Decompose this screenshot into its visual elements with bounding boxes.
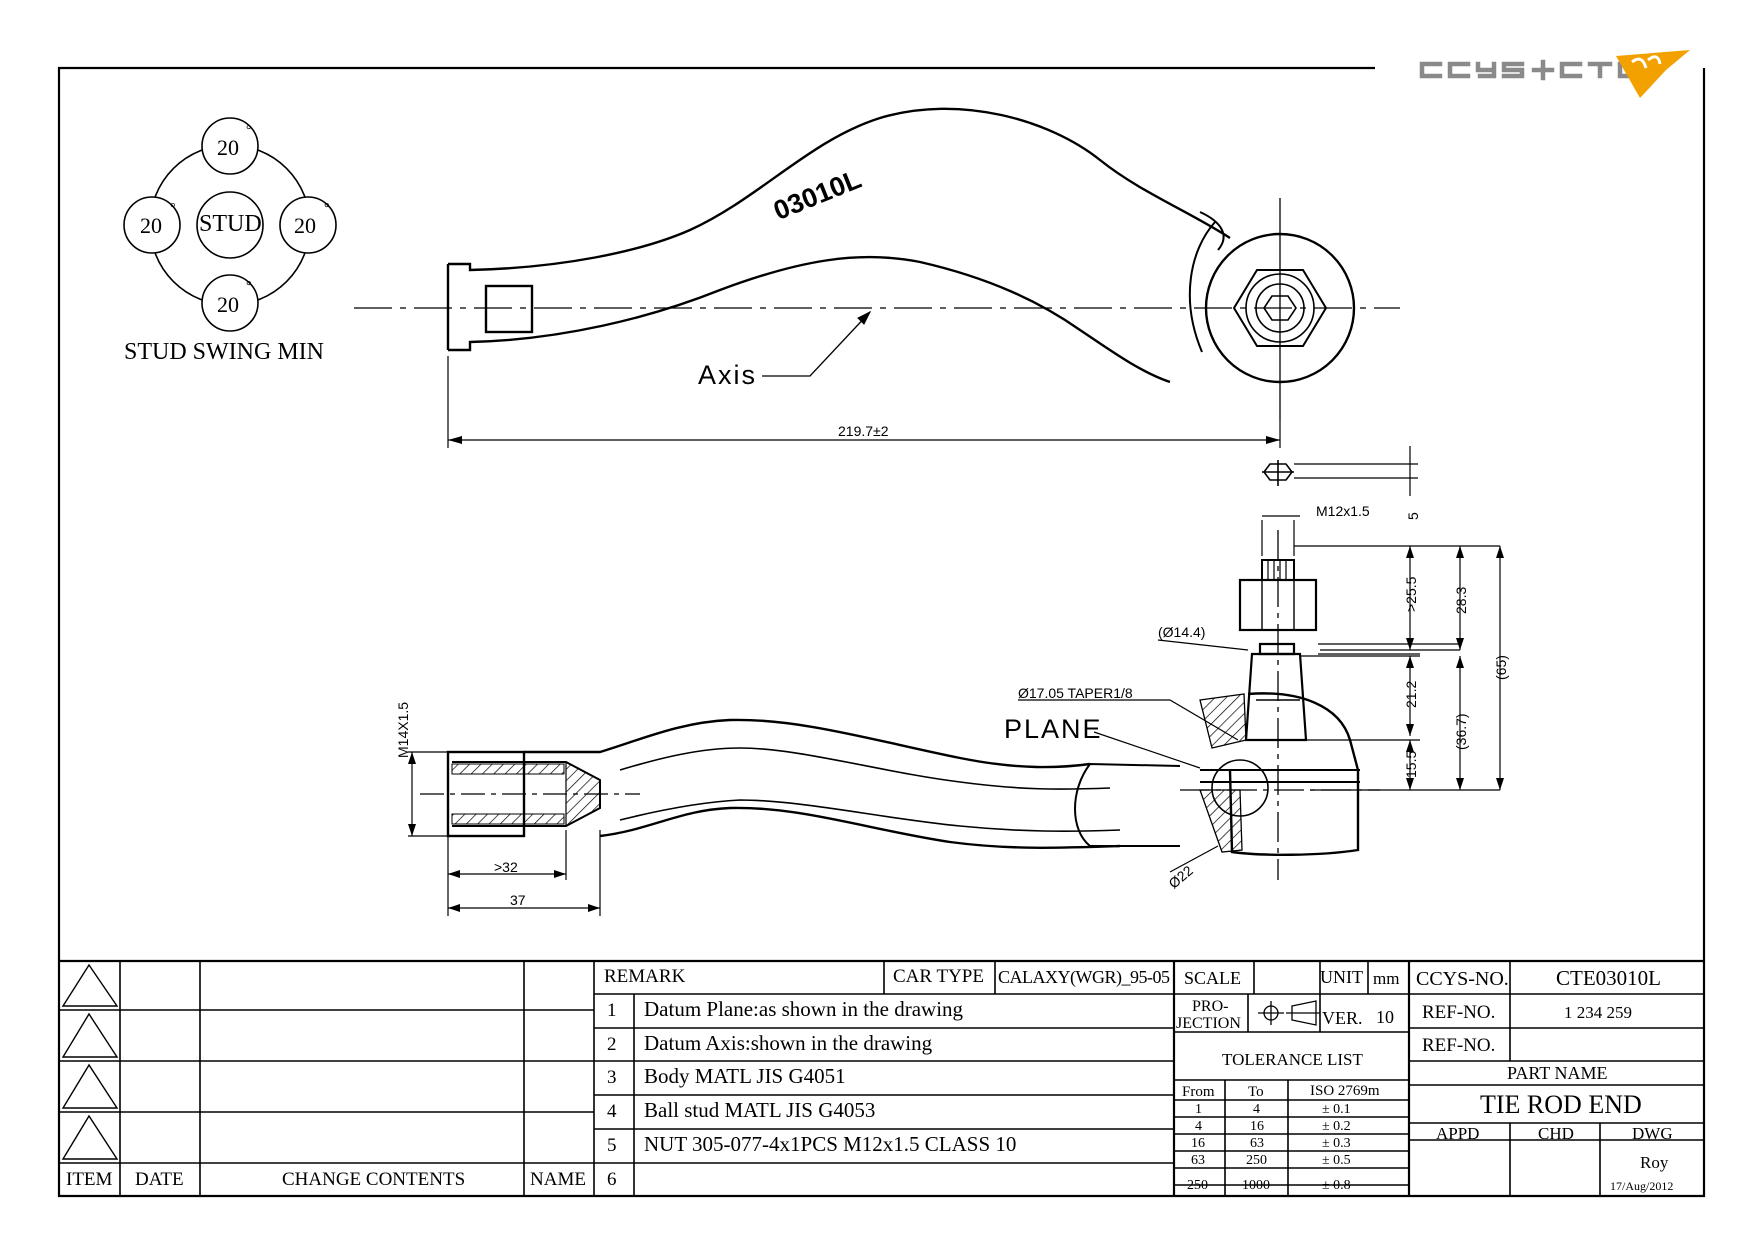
tol-val-3: ± 0.3 (1322, 1136, 1351, 1151)
ver-label: VER. (1322, 1008, 1363, 1028)
part-name-label: PART NAME (1507, 1063, 1608, 1083)
swing-angle-left: 20 (140, 213, 162, 238)
tol-to-4: 250 (1246, 1153, 1267, 1168)
remark-header: REMARK (604, 966, 686, 987)
dim-5: 5 (1405, 512, 1421, 520)
length-dimension: 219.7±2 (838, 423, 889, 439)
tol-to-1: 4 (1253, 1102, 1260, 1117)
degree-symbol-left: ° (170, 201, 176, 216)
remark-num-1: 1 (607, 1000, 617, 1021)
dim-21-2: 21.2 (1403, 680, 1419, 708)
remark-text-1: Datum Plane:as shown in the drawing (644, 997, 964, 1021)
appd-label: APPD (1436, 1124, 1480, 1143)
remark-num-4: 4 (607, 1101, 617, 1122)
swing-title: STUD SWING MIN (124, 339, 324, 365)
table-grid (59, 959, 1704, 1196)
car-type-label: CAR TYPE (893, 966, 984, 987)
ref-no-value: 1 234 259 (1564, 1003, 1632, 1022)
chd-label: CHD (1538, 1124, 1574, 1143)
projection-label-1: PRO- (1192, 998, 1229, 1015)
swing-center-label: STUD (199, 211, 262, 237)
remark-num-2: 2 (607, 1034, 617, 1055)
swing-angle-bottom: 20 (217, 292, 239, 317)
drawing-date: 17/Aug/2012 (1610, 1179, 1674, 1193)
axis-label: Axis (698, 360, 758, 390)
scale-label: SCALE (1184, 968, 1242, 988)
remark-text-3: Body MATL JIS G4051 (644, 1064, 846, 1088)
thread-label-m12: M12x1.5 (1316, 503, 1370, 519)
remark-text-5: NUT 305-077-4x1PCS M12x1.5 CLASS 10 (644, 1132, 1017, 1156)
car-type-value: CALAXY(WGR)_95-05 (998, 967, 1170, 987)
header-change-contents: CHANGE CONTENTS (282, 1169, 466, 1190)
ref-no-label: REF-NO. (1422, 1002, 1496, 1023)
tol-val-1: ± 0.1 (1322, 1102, 1351, 1117)
tol-header-iso: ISO 2769m (1310, 1083, 1380, 1099)
unit-value: mm (1373, 969, 1400, 988)
stud-swing-diagram (123, 117, 337, 332)
tol-from-1: 1 (1195, 1102, 1202, 1117)
header-name: NAME (530, 1169, 586, 1190)
ver-value: 10 (1376, 1007, 1394, 1027)
remark-text-2: Datum Axis:shown in the drawing (644, 1031, 933, 1055)
tol-from-4: 63 (1191, 1153, 1205, 1168)
company-logo (1419, 50, 1690, 98)
swing-angle-right: 20 (294, 213, 316, 238)
tol-val-5: ± 0.8 (1322, 1178, 1351, 1193)
drawn-by: Roy (1640, 1153, 1669, 1172)
tol-header-from: From (1182, 1084, 1215, 1100)
dim-32: >32 (494, 859, 518, 875)
dim-65: (65) (1493, 655, 1509, 680)
tol-from-2: 4 (1195, 1119, 1202, 1134)
dim-37: 37 (510, 892, 526, 908)
m14-label: M14X1.5 (395, 701, 411, 758)
remark-num-3: 3 (607, 1067, 617, 1088)
tol-from-3: 16 (1191, 1136, 1205, 1151)
header-item: ITEM (66, 1169, 113, 1190)
side-view (408, 446, 1504, 916)
swing-angle-top: 20 (217, 135, 239, 160)
drawing-border (57, 66, 1706, 1198)
tol-to-5: 1000 (1242, 1178, 1270, 1193)
tol-val-2: ± 0.2 (1322, 1119, 1351, 1134)
remark-text-4: Ball stud MATL JIS G4053 (644, 1098, 876, 1122)
dim-28-3: 28.3 (1453, 586, 1469, 614)
tol-header-to: To (1248, 1084, 1264, 1100)
remark-num-6: 6 (607, 1169, 617, 1190)
taper-label: Ø17.05 TAPER1/8 (1018, 685, 1133, 701)
dia-14-4: (Ø14.4) (1158, 624, 1206, 640)
unit-label: UNIT (1320, 967, 1363, 987)
tol-val-4: ± 0.5 (1322, 1153, 1351, 1168)
plane-label: PLANE (1004, 714, 1103, 744)
dwg-label: DWG (1632, 1124, 1673, 1143)
projection-label-2: JECTION (1176, 1015, 1241, 1032)
header-date: DATE (135, 1169, 184, 1190)
degree-symbol-right: ° (324, 201, 330, 216)
dim-25-5: >25.5 (1403, 576, 1419, 612)
tol-from-5: 250 (1187, 1178, 1208, 1193)
top-view (354, 107, 1400, 448)
tol-to-3: 63 (1250, 1136, 1264, 1151)
ref-no-label-2: REF-NO. (1422, 1035, 1496, 1056)
dim-36-7: (36.7) (1453, 713, 1469, 750)
degree-symbol-bottom: ° (246, 279, 252, 294)
dim-15-5: 15.5 (1403, 750, 1419, 778)
ccys-no-value: CTE03010L (1556, 966, 1661, 990)
remark-num-5: 5 (607, 1135, 617, 1156)
ccys-no-label: CCYS-NO. (1416, 968, 1509, 990)
tolerance-title: TOLERANCE LIST (1222, 1050, 1363, 1069)
part-name-value: TIE ROD END (1480, 1090, 1642, 1119)
tol-to-2: 16 (1250, 1119, 1264, 1134)
degree-symbol-top: ° (246, 123, 252, 138)
